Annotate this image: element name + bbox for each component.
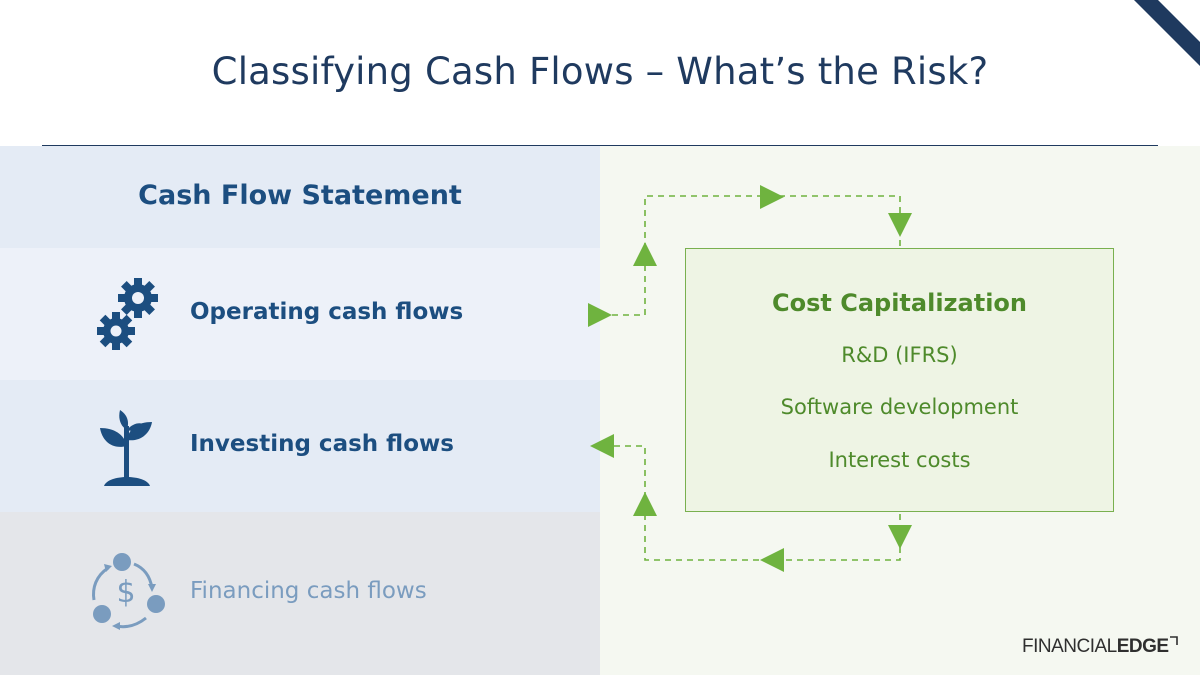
brand-part-2: EDGE [1116, 636, 1169, 657]
row-investing: Investing cash flows [0, 380, 600, 512]
slide-title: Classifying Cash Flows – What’s the Risk… [211, 50, 989, 93]
investing-cash-flows-label: Investing cash flows [190, 431, 454, 457]
brand-part-1: FINANCIAL [1022, 636, 1117, 657]
gears-icon [97, 278, 158, 350]
brand-corner-icon [1169, 636, 1178, 645]
top-loop-line [612, 195, 901, 316]
bottom-up-arrowhead [633, 492, 657, 516]
svg-text:$: $ [116, 575, 135, 610]
financing-cash-flows-label: Financing cash flows [190, 578, 427, 604]
dollar-cycle-icon: $ [92, 553, 165, 630]
brand-logo: FINANCIALEDGE [1022, 636, 1178, 658]
top-down-arrowhead [888, 213, 912, 237]
corner-accent-icon [1128, 0, 1200, 72]
cfs-heading: Cash Flow Statement [138, 180, 462, 211]
cost-item-interest: Interest costs [828, 448, 971, 472]
top-right-arrowhead [760, 185, 784, 209]
plant-icon [100, 410, 152, 486]
row-financing: $ Financing cash flows [0, 512, 600, 675]
cfs-header-band: Cash Flow Statement [0, 146, 600, 248]
row-operating: Operating cash flows [0, 248, 600, 380]
title-divider [42, 145, 1158, 146]
top-up-arrowhead [633, 242, 657, 266]
investing-arrowhead [590, 434, 614, 458]
cash-flow-statement-panel: Cash Flow Statement [0, 146, 600, 675]
cost-capitalization-title: Cost Capitalization [772, 289, 1027, 317]
bottom-left-arrowhead [760, 548, 784, 572]
cost-capitalization-box: Cost Capitalization R&D (IFRS) Software … [685, 248, 1114, 512]
cost-item-rd: R&D (IFRS) [841, 343, 958, 367]
bottom-down-arrowhead [888, 525, 912, 549]
cost-item-software: Software development [780, 395, 1019, 419]
operating-arrowhead [588, 303, 612, 327]
bottom-loop-line [612, 445, 901, 561]
operating-cash-flows-label: Operating cash flows [190, 299, 464, 325]
